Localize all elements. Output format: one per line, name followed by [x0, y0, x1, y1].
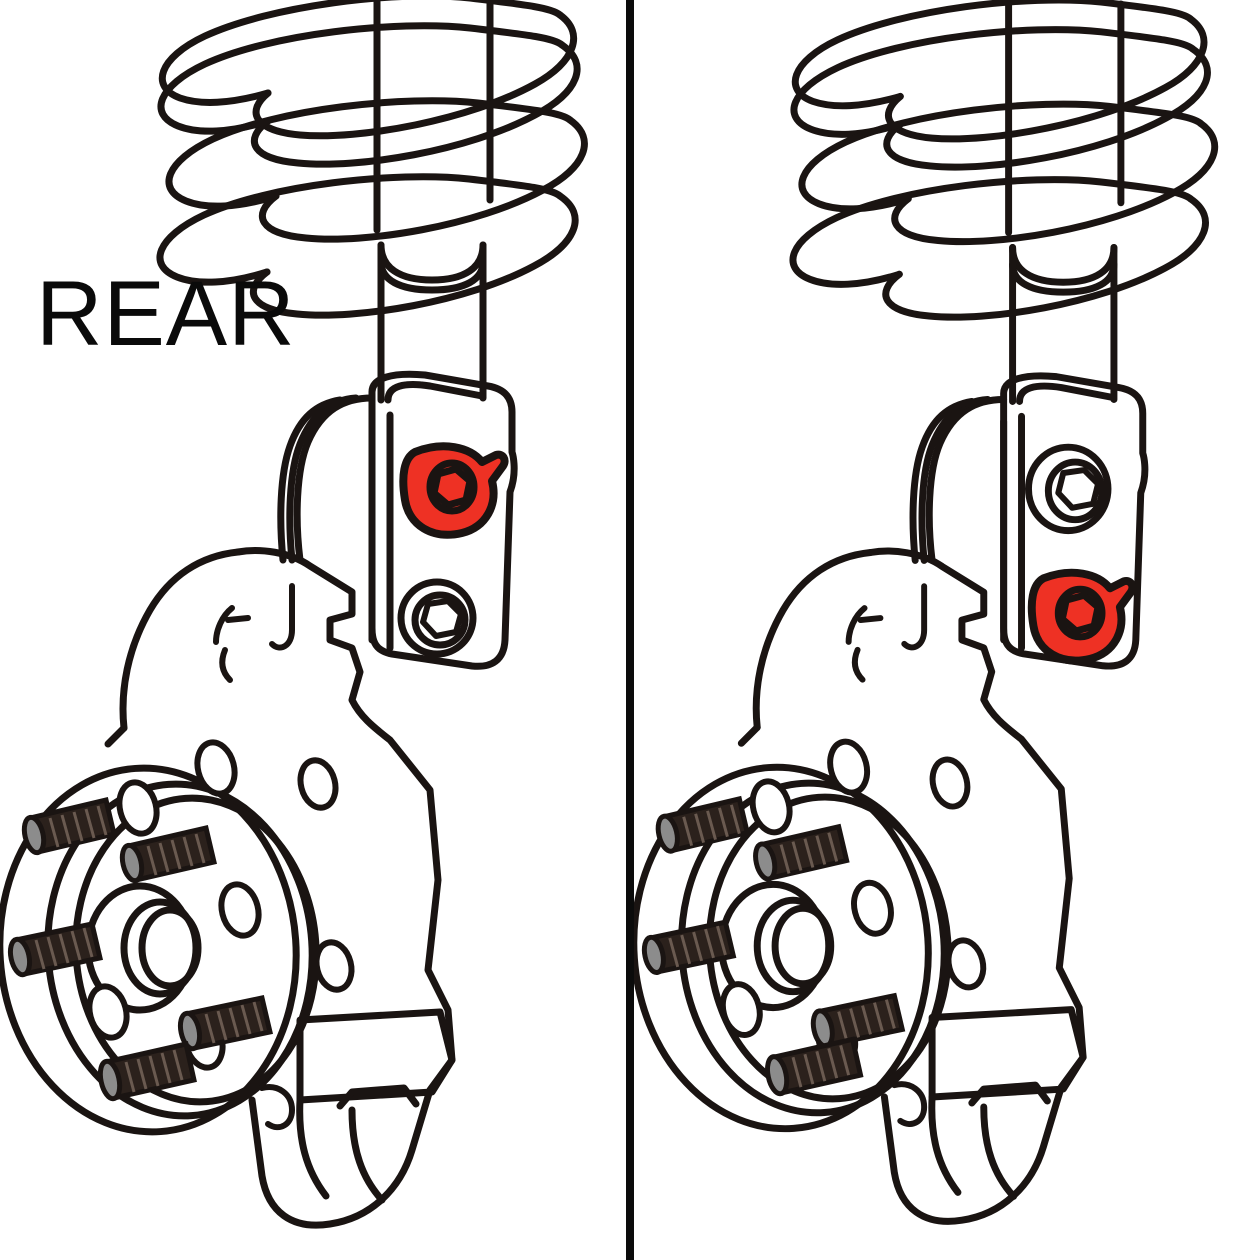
strut-bracket — [1000, 372, 1149, 670]
knuckle-lower-bracket — [296, 1008, 456, 1204]
wheel-stud — [753, 823, 850, 882]
rear-assembly-illustration — [0, 0, 588, 1229]
coil-spring — [156, 0, 588, 319]
strut-rod — [1005, 0, 1125, 237]
camber-cam-bolt-highlight — [1027, 568, 1137, 665]
knuckle-upper-arm — [277, 394, 376, 564]
coil-spring — [789, 0, 1219, 321]
wheel-stud — [97, 1041, 197, 1102]
wheel-studs — [7, 796, 274, 1102]
strut-body — [1009, 243, 1118, 405]
camber-cam-bolt-highlight — [399, 442, 509, 539]
panel-front: FRONT — [634, 0, 1260, 1260]
strut-bracket — [368, 370, 518, 670]
knuckle-body — [737, 547, 1087, 1225]
knuckle-lower-bracket — [928, 1006, 1087, 1200]
wheel-stud — [21, 796, 118, 856]
knuckle-body — [104, 547, 456, 1229]
hub-center-bore — [717, 880, 835, 1012]
panel-rear: REAR — [0, 0, 588, 1229]
strut-body — [377, 241, 487, 404]
watermark — [330, 1040, 930, 1160]
wheel-stud — [177, 995, 274, 1052]
strut-rod — [373, 0, 494, 234]
wheel-stud — [655, 795, 751, 854]
wheel-studs — [641, 795, 906, 1097]
upper-hex-bolt — [1025, 443, 1112, 535]
caliper-hook-detail — [259, 1084, 295, 1131]
caliper-hook-detail — [891, 1081, 928, 1127]
knuckle-upper-arm — [909, 395, 1008, 564]
hub-center-bore — [84, 882, 202, 1014]
hub-lug-holes — [86, 739, 355, 1071]
wheel-stud — [765, 1036, 864, 1097]
panel-rear-label: REAR — [36, 263, 296, 365]
wheel-stud — [119, 825, 218, 884]
wheel-stud — [7, 921, 104, 978]
panel-divider — [626, 0, 634, 1260]
wheel-stud — [641, 919, 737, 976]
lower-hex-bolt — [397, 578, 477, 658]
front-assembly-illustration — [634, 0, 1219, 1225]
